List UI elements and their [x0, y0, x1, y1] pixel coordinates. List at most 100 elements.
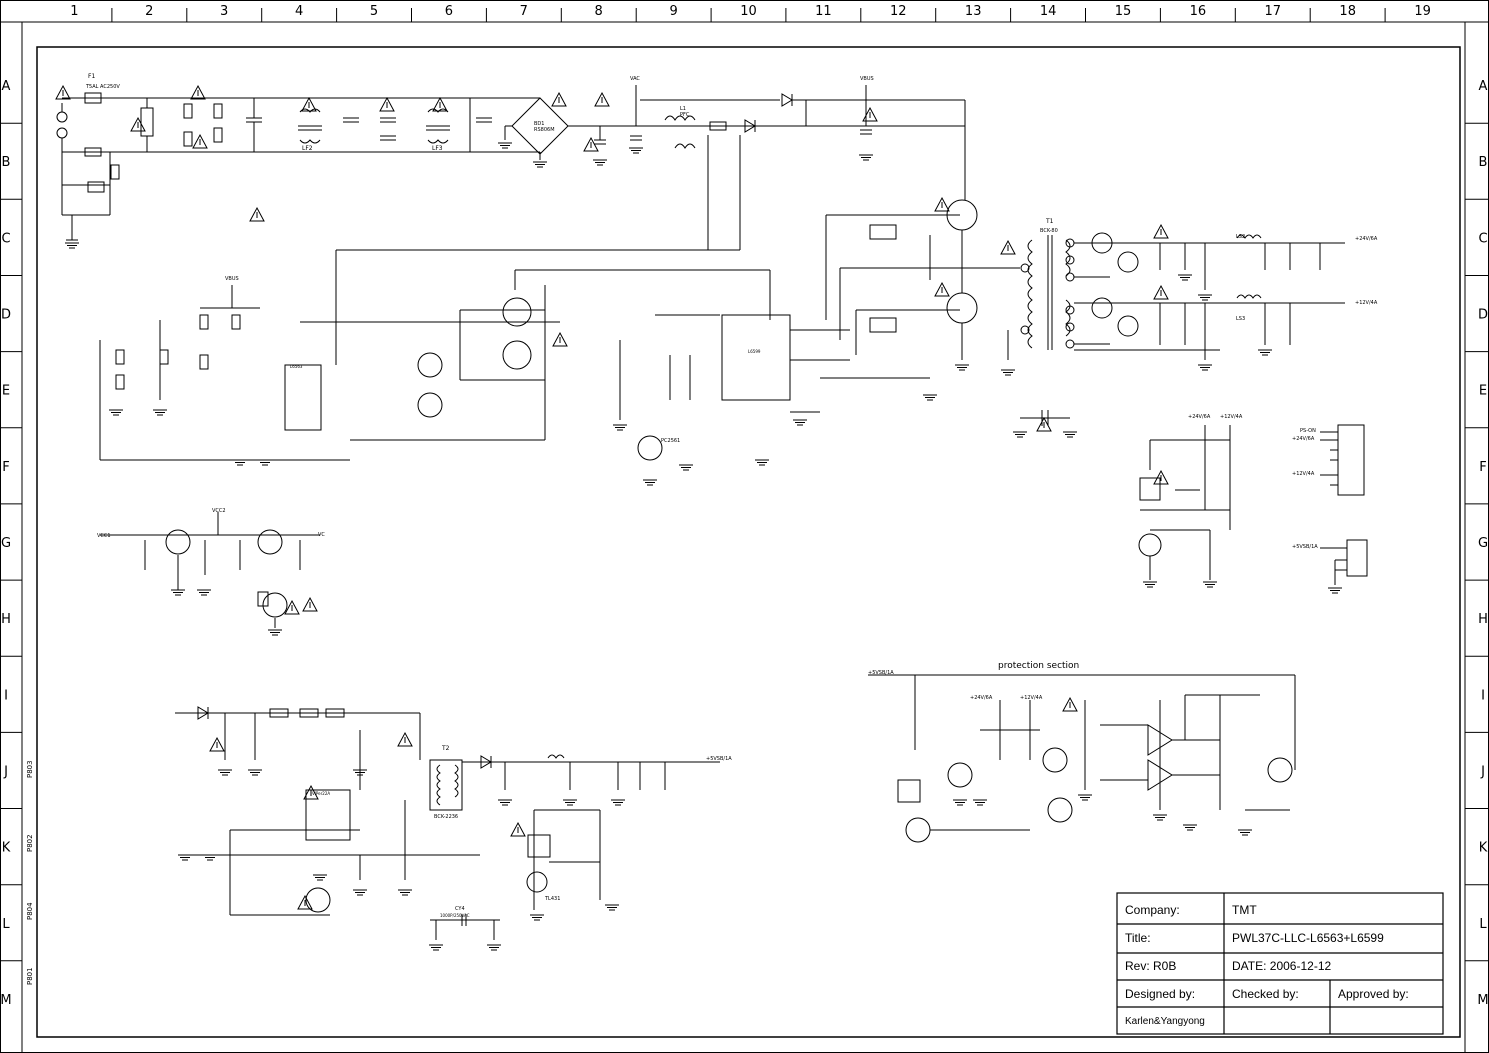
- out-12v-fb-label: +12V/4A: [1220, 414, 1243, 420]
- y-cap-ref: CY4: [455, 906, 465, 912]
- lf2-label: LF2: [302, 145, 313, 152]
- shunt-ref-label: TL431: [544, 896, 560, 902]
- side-connector-label: P801: [26, 967, 34, 985]
- vcc-regulator-section: [100, 512, 320, 628]
- row-letter-right: G: [1478, 536, 1488, 551]
- row-letter-right: L: [1479, 917, 1487, 932]
- bridge-part: RS806M: [534, 127, 555, 133]
- pfc-ic-label: L6563: [290, 364, 303, 369]
- row-letter-left: G: [1, 536, 11, 551]
- ls2-label: LS2: [1236, 234, 1245, 240]
- llc-controller-section: [619, 199, 1020, 461]
- column-number: 15: [1115, 4, 1132, 19]
- standby-section: [175, 706, 720, 940]
- vc-net-label: VC: [318, 532, 325, 538]
- title-block-date: DATE: 2006-12-12: [1232, 959, 1332, 973]
- side-connector-label: P802: [26, 834, 34, 852]
- column-number: 13: [965, 4, 982, 19]
- out-5vsb-label: +5VSB/1A: [706, 756, 732, 762]
- vbus-net-label-2: VBUS: [225, 276, 239, 282]
- column-number: 6: [445, 4, 453, 19]
- warning-triangle-icon: [190, 84, 206, 100]
- inner-frame: [36, 46, 1461, 1038]
- row-letter-right: K: [1479, 841, 1488, 856]
- row-letter-left: I: [4, 688, 8, 703]
- out-24v-label: +24V/6A: [1355, 236, 1378, 242]
- warning-triangle-icon: [1036, 416, 1052, 432]
- opto-label: PC2561: [661, 438, 680, 444]
- out-24v-conn-label: +24V/6A: [1292, 436, 1315, 442]
- warning-triangle-icon: [551, 91, 567, 107]
- warning-triangle-icon: [209, 736, 225, 752]
- row-letter-left: H: [1, 612, 11, 627]
- column-number: 5: [370, 4, 378, 19]
- out-12v-conn-label: +12V/4A: [1292, 471, 1315, 477]
- pfc-choke-ref: L1: [680, 106, 686, 112]
- column-number: 10: [740, 4, 757, 19]
- row-letter-right: H: [1478, 612, 1488, 627]
- warning-triangle-icon: [1153, 469, 1169, 485]
- title-block-company-label: Company:: [1125, 903, 1180, 917]
- pfc-choke-part: PFC: [680, 112, 690, 118]
- feedback-connector-section: [1020, 410, 1368, 585]
- column-number: 12: [890, 4, 907, 19]
- bridge-ref: BD1: [534, 121, 544, 127]
- title-block: [1116, 892, 1444, 1035]
- warning-triangle-icon: [192, 133, 208, 149]
- column-number: 2: [145, 4, 153, 19]
- warning-triangle-icon: [55, 84, 71, 100]
- pfc-section: [594, 85, 966, 200]
- row-letter-right: E: [1479, 384, 1487, 399]
- column-number: 19: [1414, 4, 1431, 19]
- row-letter-left: F: [2, 460, 9, 475]
- column-number: 1: [70, 4, 78, 19]
- column-number: 7: [520, 4, 528, 19]
- vcc2-net-label: VCC2: [212, 508, 226, 514]
- vac-net-label: VAC: [630, 76, 640, 82]
- row-letter-left: D: [1, 308, 11, 323]
- title-block-company-value: TMT: [1232, 903, 1257, 917]
- fuse-ref: F1: [88, 73, 95, 80]
- protection-circuit: [868, 674, 1296, 843]
- warning-triangle-icon: [934, 281, 950, 297]
- main-transformer-ref: T1: [1045, 218, 1054, 225]
- row-letter-right: J: [1480, 765, 1485, 780]
- row-letter-right: I: [1481, 688, 1485, 703]
- column-number: 18: [1339, 4, 1356, 19]
- fuse-rating: T5AL AC250V: [85, 84, 120, 90]
- warning-triangle-icon: [397, 731, 413, 747]
- warning-triangle-icon: [379, 96, 395, 112]
- column-number: 14: [1040, 4, 1057, 19]
- row-letter-left: J: [3, 765, 8, 780]
- warning-triangle-icon: [297, 894, 313, 910]
- lf3-label: LF3: [432, 145, 443, 152]
- out-24v-fb-label: +24V/6A: [1188, 414, 1211, 420]
- column-number: 8: [595, 4, 603, 19]
- column-number: 9: [669, 4, 677, 19]
- row-letter-right: A: [1479, 79, 1488, 94]
- out-5vsb-prot-label: +5VSB/1A: [868, 670, 894, 676]
- row-letter-right: D: [1478, 308, 1488, 323]
- out-5vsb-conn-label: +5VSB/1A: [1292, 544, 1318, 550]
- row-letter-left: K: [2, 841, 11, 856]
- out-12v-label: +12V/4A: [1355, 300, 1378, 306]
- title-block-designed-label: Designed by:: [1125, 987, 1196, 1001]
- side-connector-label: P803: [26, 760, 34, 778]
- ls3-label: LS3: [1236, 316, 1245, 322]
- warning-triangles: [55, 84, 1169, 910]
- row-letter-right: C: [1478, 231, 1487, 246]
- title-block-title-value: PWL37C-LLC-L6563+L6599: [1232, 931, 1384, 945]
- warning-triangle-icon: [249, 206, 265, 222]
- warning-triangle-icon: [934, 196, 950, 212]
- emi-filter-section: [56, 92, 640, 241]
- standby-transformer-part: BCK-2236: [434, 814, 458, 820]
- warning-triangle-icon: [1153, 223, 1169, 239]
- warning-triangle-icon: [1153, 284, 1169, 300]
- warning-triangle-icon: [432, 96, 448, 112]
- warning-triangle-icon: [594, 91, 610, 107]
- row-letter-left: B: [2, 155, 11, 170]
- column-number: 17: [1265, 4, 1282, 19]
